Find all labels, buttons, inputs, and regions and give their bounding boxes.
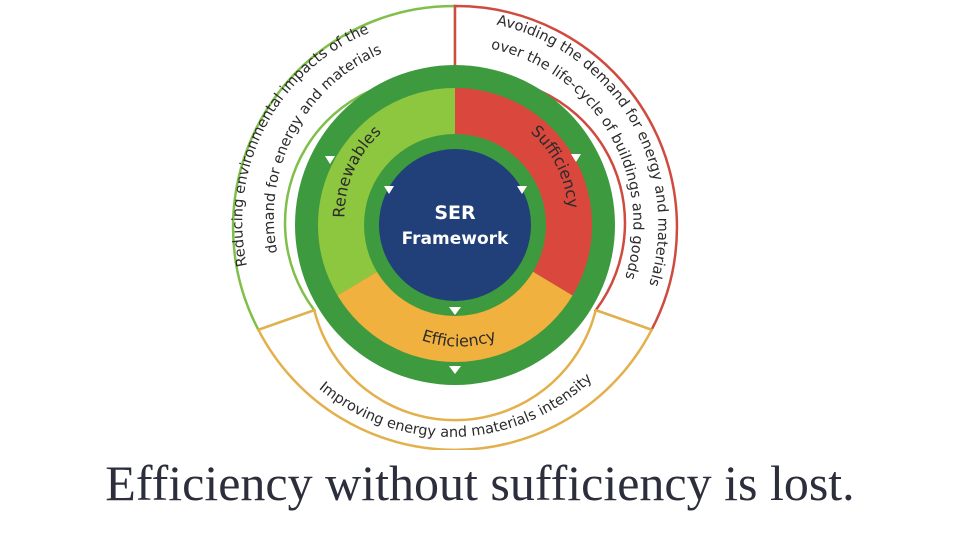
arrow-marker-sufficiency-inner (517, 186, 527, 194)
center-circle (379, 149, 531, 301)
caption: Efficiency without sufficiency is lost. (105, 455, 855, 511)
ser-framework-diagram: SER Framework Renewables Sufficiency Eff… (230, 4, 679, 450)
center-label-line1: SER (434, 202, 476, 224)
outer-band-efficiency (256, 308, 654, 450)
arrow-marker-renewables-inner (384, 186, 394, 194)
arrow-marker-efficiency-outer (449, 366, 461, 374)
center-label-line2: Framework (402, 229, 509, 249)
arrow-marker-renewables-outer (325, 156, 335, 164)
arrow-marker-efficiency-inner (449, 307, 461, 315)
arrow-marker-sufficiency-outer (571, 154, 581, 162)
